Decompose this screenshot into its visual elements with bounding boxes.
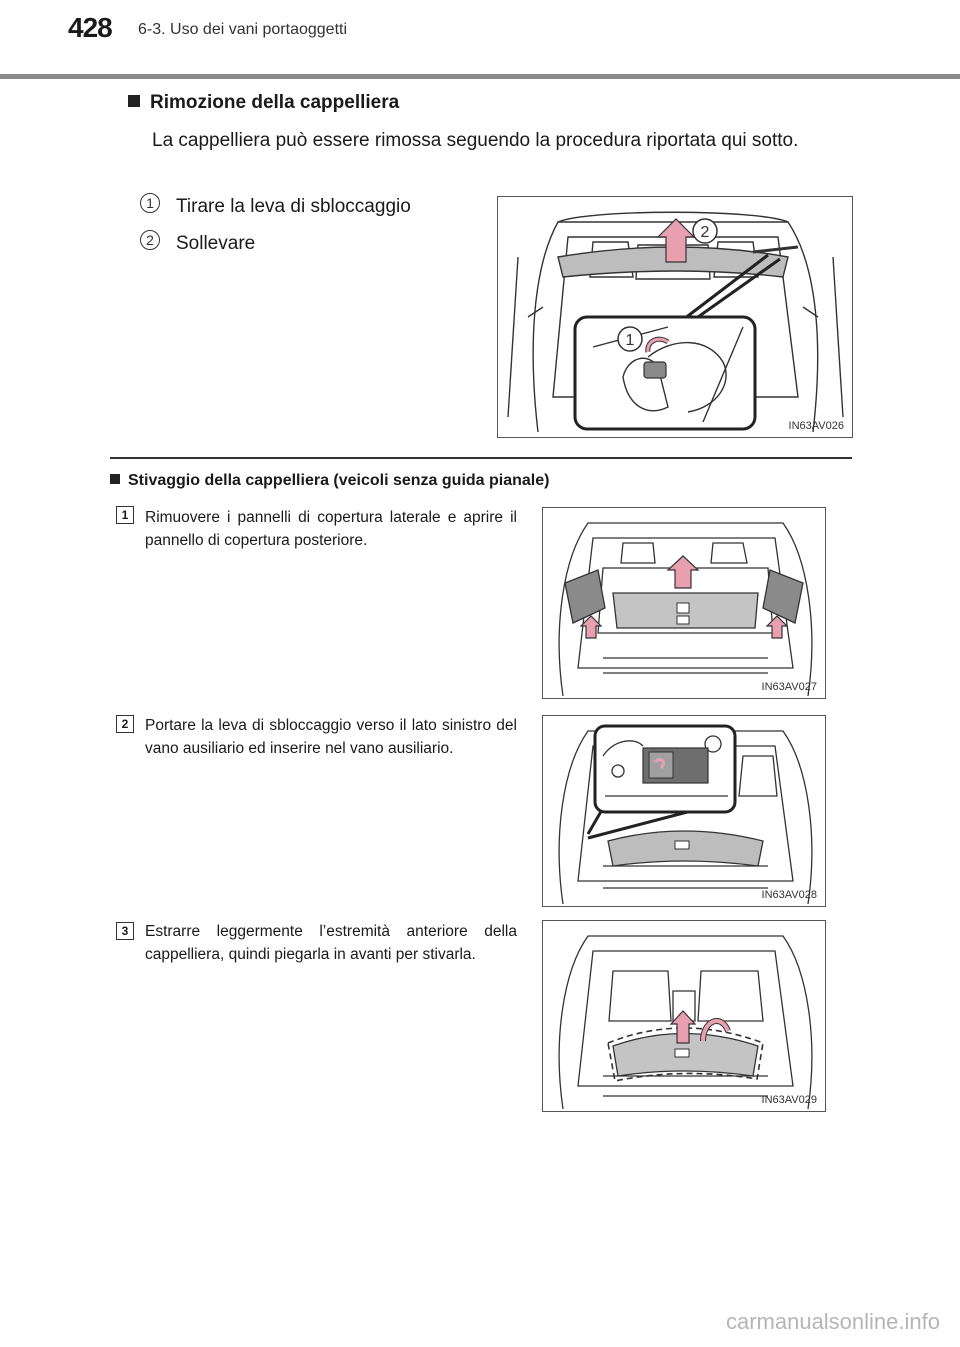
page-number: 428 — [68, 12, 113, 43]
callout-1: 1 — [626, 332, 635, 349]
figure-code: IN63AV028 — [761, 889, 817, 901]
section-title-text: Rimozione della cappelliera — [150, 92, 400, 113]
header-rule — [0, 74, 960, 79]
watermark[interactable]: carmanualsonline.info — [725, 1309, 940, 1334]
section-divider — [110, 457, 852, 459]
step-number-2: 2 — [140, 230, 160, 250]
figure-code: IN63AV027 — [761, 681, 817, 693]
step-instruction-1: Rimuovere i pannelli di copertura latera… — [145, 509, 517, 549]
square-bullet-icon — [128, 95, 140, 107]
step-text-1: Tirare la leva di sbloccaggio — [176, 196, 411, 217]
figure-step-3: IN63AV029 — [542, 920, 826, 1112]
section-title-stowage: Stivaggio della cappelliera (veicoli sen… — [110, 472, 549, 490]
step-instruction-2: Portare la leva di sbloccaggio verso il … — [145, 717, 517, 757]
side-panels-illustration — [558, 522, 813, 697]
step-box-2: 2 — [116, 715, 134, 733]
figure-step-2: IN63AV028 — [542, 715, 826, 907]
figure-cargo-cover-removal: 2 1 IN63AV026 — [497, 196, 853, 438]
square-bullet-icon — [110, 474, 120, 484]
section-title-text: Stivaggio della cappelliera (veicoli sen… — [128, 472, 550, 489]
cargo-area-illustration: 2 1 — [507, 211, 844, 433]
callout-2: 2 — [701, 224, 710, 241]
step-box-1: 1 — [116, 506, 134, 524]
step-box-3: 3 — [116, 922, 134, 940]
step-number-1: 1 — [140, 193, 160, 213]
lever-insertion-illustration — [558, 724, 813, 905]
figure-code: IN63AV026 — [788, 420, 844, 432]
chapter-title: 6-3. Uso dei vani portaoggetti — [138, 21, 348, 38]
step-text-2: Sollevare — [176, 233, 256, 254]
step-instruction-3: Estrarre leggermente l’estremità anterio… — [145, 923, 517, 963]
fold-cover-illustration — [558, 935, 813, 1110]
figure-step-1: IN63AV027 — [542, 507, 826, 699]
intro-paragraph: La cappelliera può essere rimossa seguen… — [152, 130, 799, 151]
figure-code: IN63AV029 — [761, 1094, 817, 1106]
section-title-removal: Rimozione della cappelliera — [128, 92, 399, 114]
